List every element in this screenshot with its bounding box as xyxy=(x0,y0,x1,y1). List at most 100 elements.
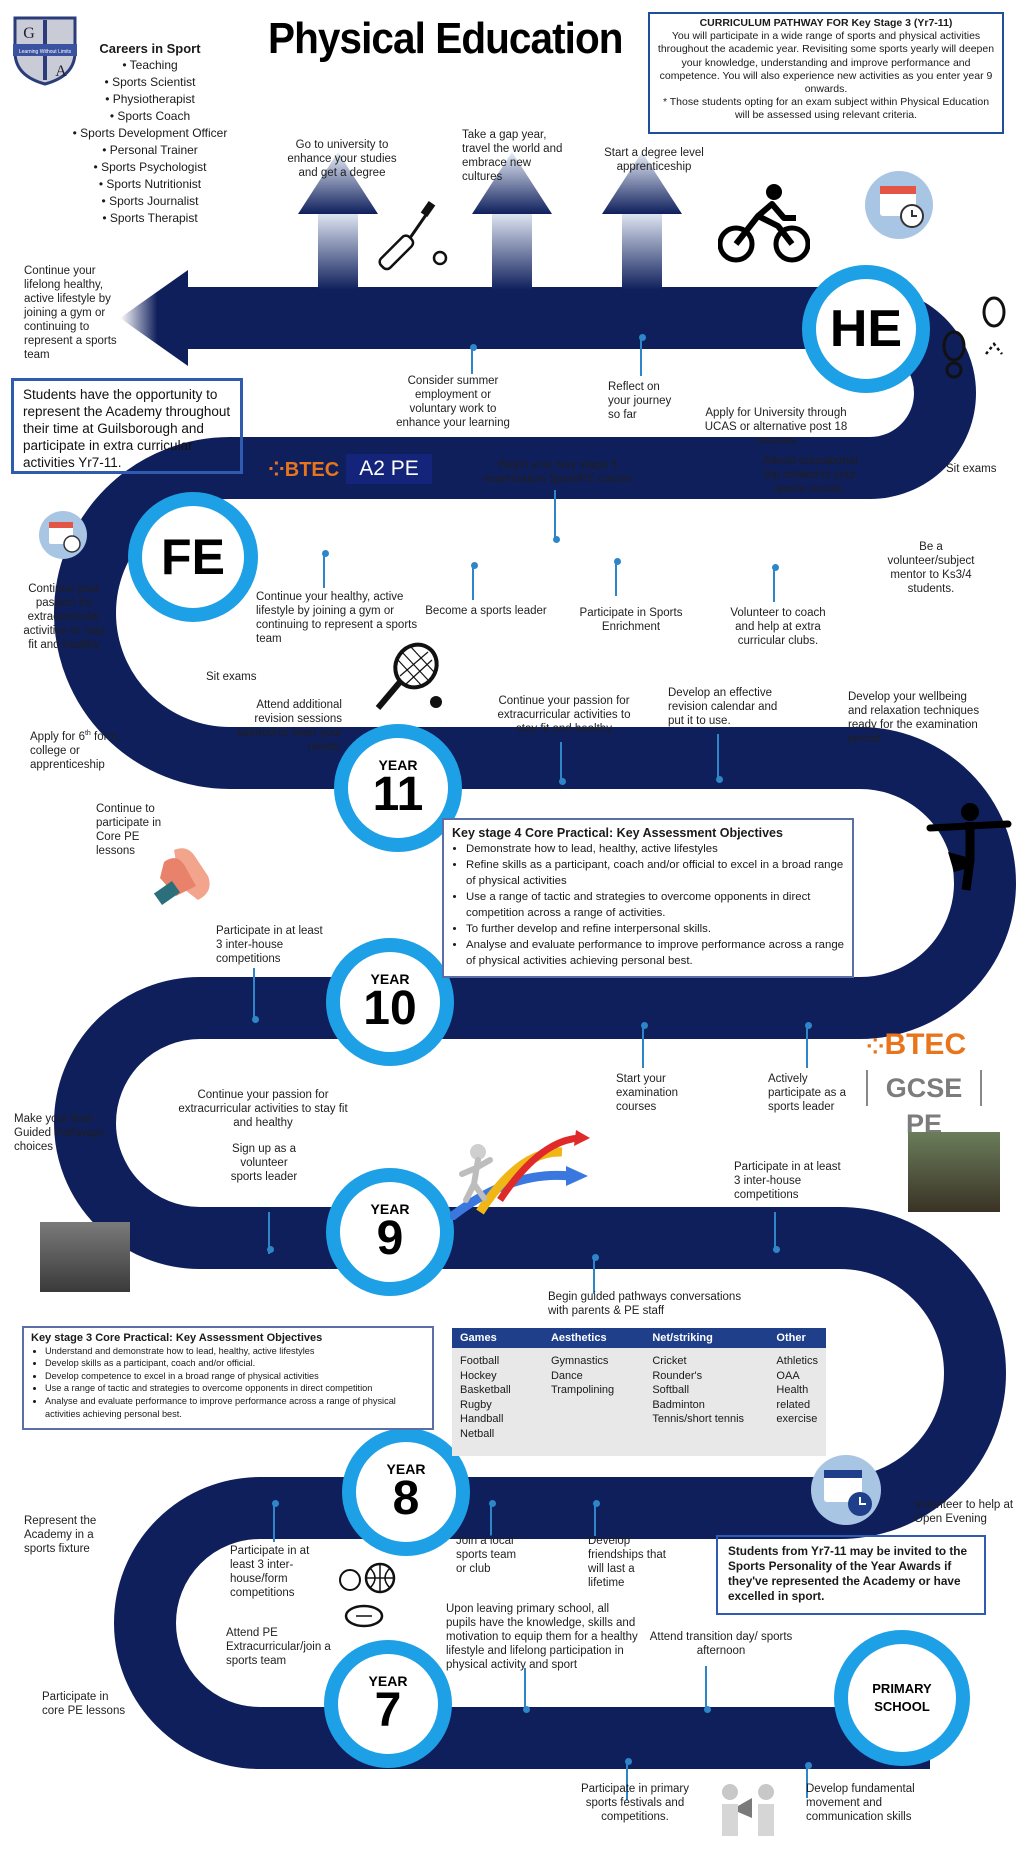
pin-dot xyxy=(271,1500,279,1507)
pin-interform xyxy=(273,1502,275,1542)
label-core-pe-7: Participate in core PE lessons xyxy=(42,1691,126,1718)
ks4-objective: To further develop and refine interperso… xyxy=(466,921,844,937)
btec-badge-a2: ⁘BTEC xyxy=(268,459,340,481)
ks3-objectives-box: Key stage 3 Core Practical: Key Assessme… xyxy=(22,1326,434,1430)
label-interhouse-9: Participate in at least 3 inter-house co… xyxy=(734,1161,841,1202)
label-mentor: Be a volunteer/subject mentor to Ks3/4 s… xyxy=(887,541,975,596)
pin-dot xyxy=(266,1246,274,1253)
label-local-club: Join a local sports team or club xyxy=(456,1535,517,1576)
year7-small: YEAR xyxy=(368,1673,408,1689)
stage-he-circle: HE xyxy=(802,265,930,393)
year10-big: 10 xyxy=(363,982,417,1035)
opportunity-box: Students have the opportunity to represe… xyxy=(11,378,243,474)
label-sign-up: Sign up as a volunteer sports leader xyxy=(230,1143,298,1184)
yoga-pose-icon xyxy=(926,803,1012,891)
pin-dot xyxy=(772,1246,780,1253)
ks4-list: Demonstrate how to lead, healthy, active… xyxy=(452,841,844,969)
calendar-clock-icon-fe xyxy=(39,511,87,559)
pin-volunteer xyxy=(773,566,775,602)
label-wellbeing: Develop your wellbeing and relaxation te… xyxy=(848,691,980,746)
year8-big: 8 xyxy=(392,1472,420,1525)
pin-dot xyxy=(804,1762,812,1769)
label-interhouse-10: Participate in at least 3 inter-house co… xyxy=(216,925,323,966)
year9-small: YEAR xyxy=(370,1201,410,1217)
label-transition: Attend transition day/ sports afternoon xyxy=(649,1631,793,1658)
pin-fundamental xyxy=(806,1764,808,1798)
tennis-racket-icon xyxy=(375,642,442,710)
career-item: Personal Trainer xyxy=(40,142,260,159)
pin-primaryknow xyxy=(524,1668,526,1712)
ks3-list: Understand and demonstrate how to lead, … xyxy=(31,1345,425,1421)
label-ucas: Apply for University through UCAS or alt… xyxy=(704,407,848,448)
pin-dot xyxy=(703,1706,711,1713)
pin-dot xyxy=(771,564,779,571)
pin-transition xyxy=(705,1666,707,1712)
stage-he-label: HE xyxy=(829,300,903,358)
table-header-aesthetics: Aesthetics xyxy=(542,1328,645,1348)
pin-guided xyxy=(593,1256,595,1294)
ks4-objective: Analyse and evaluate performance to impr… xyxy=(466,937,844,969)
stage-year9-circle: YEAR 9 xyxy=(326,1168,454,1296)
pin-friendships xyxy=(594,1502,596,1536)
sports-personality-award-box: Students from Yr7-11 may be invited to t… xyxy=(716,1535,986,1615)
label-ks5: Begin your Key stage 5 examination Sport… xyxy=(483,459,633,486)
label-sports-leader: Become a sports leader xyxy=(425,605,547,617)
gcse-pe-badge: GCSE PE xyxy=(866,1070,982,1139)
pin-dot xyxy=(591,1254,599,1261)
sports-balls-icon xyxy=(339,1562,396,1628)
label-sit-exams-he: Sit exams xyxy=(946,463,997,475)
label-passion-fe: Continue your passion for extracurricula… xyxy=(23,583,105,652)
label-friendships: Develop friendships that will last a lif… xyxy=(588,1535,666,1590)
label-reflect: Reflect on your journey so far xyxy=(608,381,672,422)
clapping-hands-icon xyxy=(154,848,210,906)
pin-dot xyxy=(558,778,566,785)
label-sit-exams-11: Sit exams xyxy=(206,671,257,683)
pin-reflect xyxy=(640,336,642,376)
pin-dot xyxy=(613,558,621,565)
calendar-clock-icon-y8 xyxy=(811,1455,881,1525)
sports-activities-table: Games Aesthetics Net/striking Other Foot… xyxy=(452,1328,826,1456)
careers-heading: Careers in Sport xyxy=(99,41,201,56)
pathway-body: You will participate in a wide range of … xyxy=(657,30,995,96)
pin-dot xyxy=(469,344,477,351)
pin-interhouse10 xyxy=(253,968,255,1020)
pin-dot xyxy=(638,334,646,341)
ks3-objective: Use a range of tactic and strategies to … xyxy=(45,1382,425,1395)
btec-badge-gcse: ⁘BTEC xyxy=(866,1028,967,1061)
table-cell-games: Football Hockey Basketball Rugby Handbal… xyxy=(460,1355,511,1440)
label-guided: Begin guided pathways conversations with… xyxy=(548,1291,742,1318)
pin-enrichment xyxy=(615,560,617,596)
table-header-net: Net/striking xyxy=(644,1328,769,1348)
stage-primary-circle: PRIMARY SCHOOL xyxy=(834,1630,970,1766)
ks3-objective: Develop competence to excel in a broad r… xyxy=(45,1370,425,1383)
table-cell-aesthetics: Gymnastics Dance Trampolining xyxy=(550,1355,615,1396)
label-lifelong: Continue your lifelong healthy, active l… xyxy=(24,265,117,362)
ks3-objective: Develop skills as a participant, coach a… xyxy=(45,1357,425,1370)
year10-small: YEAR xyxy=(370,971,410,987)
stage-year7-circle: YEAR 7 xyxy=(324,1640,452,1768)
label-volunteer: Volunteer to coach and help at extra cur… xyxy=(730,607,826,648)
label-final-choices: Make your final Guided Pathways choices xyxy=(14,1113,105,1154)
table-cell-net: Cricket Rounder's Softball Badminton Ten… xyxy=(652,1355,745,1425)
label-start-exam: Start your examination courses xyxy=(616,1073,679,1114)
pin-dot xyxy=(251,1016,259,1023)
ks4-objective: Refine skills as a participant, coach an… xyxy=(466,857,844,889)
career-item: Sports Nutritionist xyxy=(40,176,260,193)
career-progress-arrows-icon xyxy=(450,1130,590,1220)
label-passion-11: Continue your passion for extracurricula… xyxy=(497,695,631,736)
career-item: Sports Scientist xyxy=(40,74,260,91)
pin-activeleader xyxy=(806,1024,808,1068)
pin-revcal xyxy=(717,734,719,780)
year7-big: 7 xyxy=(374,1684,402,1737)
career-item: Physiotherapist xyxy=(40,91,260,108)
career-item: Sports Development Officer xyxy=(40,125,260,142)
pin-dot xyxy=(522,1706,530,1713)
pin-dot xyxy=(715,776,723,783)
table-header-games: Games xyxy=(452,1328,543,1348)
label-represent: Represent the Academy in a sports fixtur… xyxy=(24,1515,97,1556)
label-active-leader: Actively participate as a sports leader xyxy=(768,1073,846,1114)
careers-list: TeachingSports ScientistPhysiotherapistS… xyxy=(40,57,260,227)
label-enrichment: Participate in Sports Enrichment xyxy=(579,607,683,634)
pin-startexam xyxy=(642,1024,644,1068)
